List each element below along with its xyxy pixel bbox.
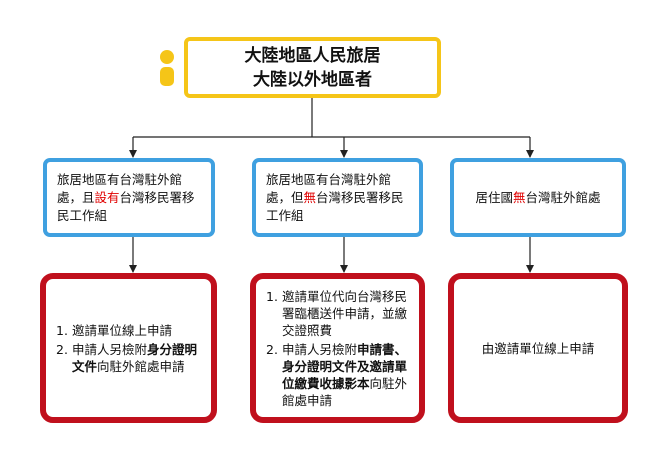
condition-highlight-3: 無 xyxy=(512,189,526,205)
step-item: 1.邀請單位代向台灣移民署臨櫃送件申請，並繳交證照費 xyxy=(266,288,408,338)
condition-box-1: 旅居地區有台灣駐外館處，且設有台灣移民署移民工作組 xyxy=(43,158,215,237)
step-number: 2. xyxy=(266,341,278,357)
condition-highlight-2: 無 xyxy=(303,189,317,205)
top-node-line-1: 大陸地區人民旅居 xyxy=(244,45,381,66)
result-steps-1: 1.邀請單位線上申請 2.申請人另檢附身分證明文件向駐外館處申請 xyxy=(46,322,211,375)
top-node-line-2: 大陸以外地區者 xyxy=(253,69,372,90)
step-number: 1. xyxy=(266,288,278,304)
step-bold-text: 申請書、身分證明文件及邀請單位繳費收據影本 xyxy=(282,341,408,391)
result-box-1: 1.邀請單位線上申請 2.申請人另檢附身分證明文件向駐外館處申請 xyxy=(40,273,217,423)
step-number: 1. xyxy=(56,322,68,338)
step-item: 1.邀請單位線上申請 xyxy=(56,322,173,338)
condition-box-3: 居住國無台灣駐外館處 xyxy=(450,158,626,237)
condition-text-2: 旅居地區有台灣駐外館處，但無台灣移民署移民工作組 xyxy=(266,171,404,223)
person-icon xyxy=(160,50,174,86)
result-box-3: 由邀請單位線上申請 xyxy=(448,273,628,423)
top-node: 大陸地區人民旅居 大陸以外地區者 xyxy=(184,37,441,98)
condition-text-1: 旅居地區有台灣駐外館處，且設有台灣移民署移民工作組 xyxy=(57,171,195,223)
condition-text-3: 居住國無台灣駐外館處 xyxy=(475,189,601,205)
result-text-3: 由邀請單位線上申請 xyxy=(481,340,595,356)
step-number: 2. xyxy=(56,341,68,357)
result-box-2: 1.邀請單位代向台灣移民署臨櫃送件申請，並繳交證照費 2.申請人另檢附申請書、身… xyxy=(250,273,425,423)
step-item: 2.申請人另檢附身分證明文件向駐外館處申請 xyxy=(56,341,198,374)
condition-highlight-1: 設有 xyxy=(94,189,120,205)
person-icon-head xyxy=(160,50,174,64)
result-steps-2: 1.邀請單位代向台灣移民署臨櫃送件申請，並繳交證照費 2.申請人另檢附申請書、身… xyxy=(256,288,419,409)
step-bold-text: 身分證明文件 xyxy=(72,341,198,374)
step-item: 2.申請人另檢附申請書、身分證明文件及邀請單位繳費收據影本向駐外館處申請 xyxy=(266,341,408,408)
person-icon-body xyxy=(160,67,174,86)
condition-box-2: 旅居地區有台灣駐外館處，但無台灣移民署移民工作組 xyxy=(252,158,423,237)
